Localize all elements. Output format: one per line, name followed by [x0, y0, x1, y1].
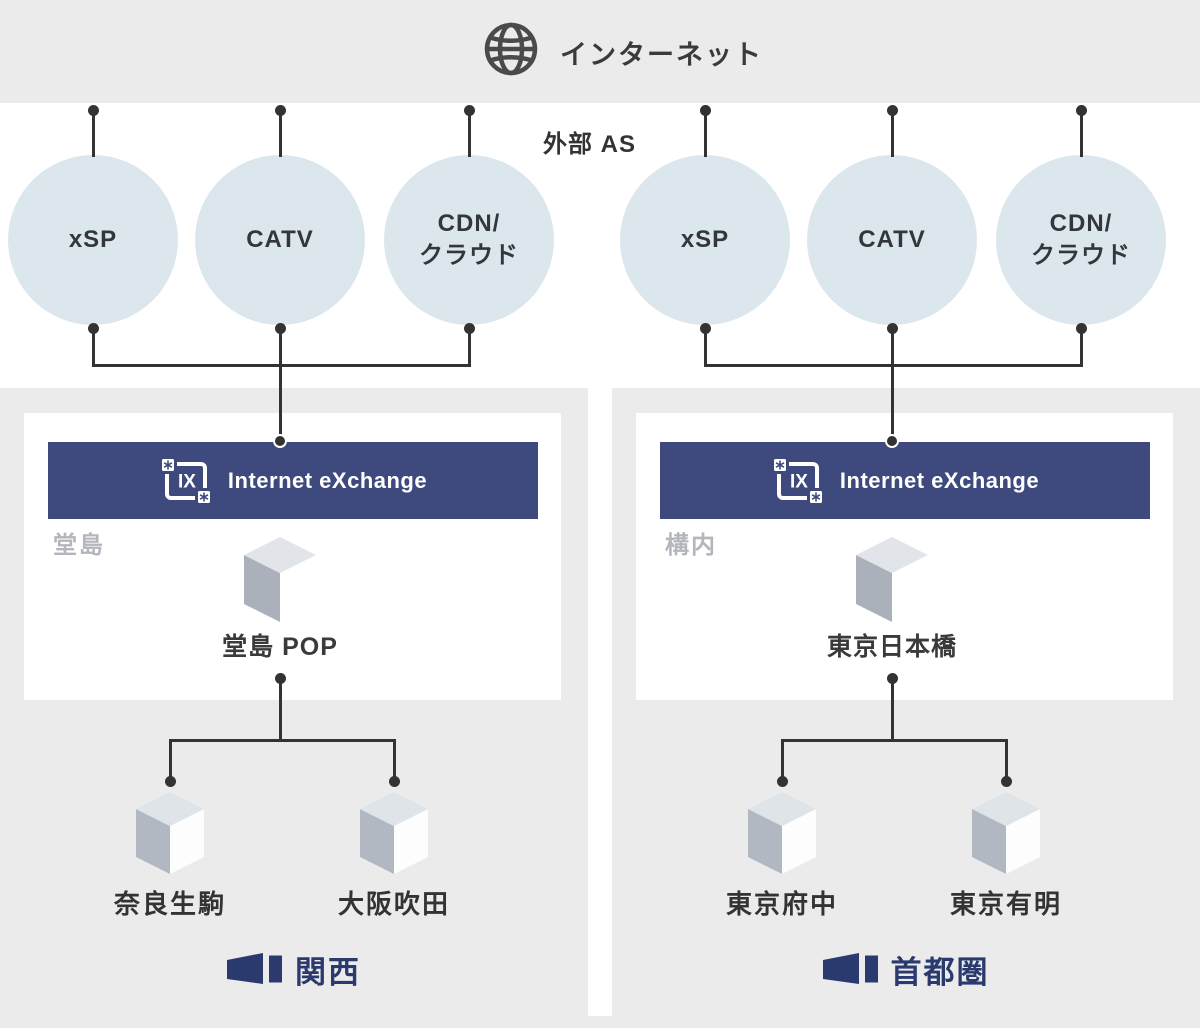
connector-dot [699, 323, 711, 334]
connector-dot [164, 776, 176, 787]
connector-dot [1075, 323, 1087, 334]
as-circle-xsp-right: xSP [620, 155, 790, 325]
pop-label-nihonbashi: 東京日本橋 [826, 633, 957, 661]
as-circle-cdn-left: CDN/ クラウド [384, 155, 554, 325]
ix-header-left: IX Internet eXchange [48, 442, 538, 519]
internet-label: インターネット [560, 40, 763, 70]
bracket-line [91, 329, 95, 367]
ix-title: Internet eXchange [227, 467, 428, 493]
connector-dot [388, 776, 400, 787]
connector-line [890, 110, 894, 157]
area-label-konai: 構内 [665, 532, 717, 559]
ix-logo-icon: IX [770, 455, 825, 506]
as-circle-catv-left: CATV [195, 155, 365, 325]
site-label-tokyo-fuchu: 東京府中 [725, 889, 838, 919]
building-icon [822, 953, 878, 984]
bracket-line [278, 329, 282, 441]
svg-text:IX: IX [790, 471, 808, 492]
cube-icon [244, 537, 316, 622]
cube-icon [856, 537, 928, 622]
region-badge-kansai: 関西 [0, 948, 588, 990]
bracket-line [890, 329, 894, 441]
connector-line [703, 110, 707, 157]
branch-line [392, 739, 396, 779]
branch-line [1004, 739, 1008, 779]
ix-logo-icon: IX [158, 455, 213, 506]
cube-icon [136, 792, 204, 874]
connector-line [278, 110, 282, 157]
ix-connector-dot [273, 434, 287, 448]
region-badge-shutoken: 首都圏 [612, 948, 1200, 990]
site-label-tokyo-ariake: 東京有明 [949, 889, 1062, 919]
connector-dot [87, 323, 99, 334]
bracket-line [467, 329, 471, 367]
connector-dot [274, 323, 286, 334]
pop-label-dojima: 堂島 POP [222, 633, 338, 661]
region-label: 首都圏 [890, 954, 990, 990]
bracket-line [703, 329, 707, 367]
connector-line [91, 110, 95, 157]
branch-line [780, 739, 784, 779]
branch-line [890, 678, 894, 741]
bottom-band [0, 1016, 1200, 1028]
ix-panel-left: IX Internet eXchange 堂島 堂島 POP [24, 413, 561, 700]
branch-line [278, 678, 282, 741]
cube-icon [360, 792, 428, 874]
area-label-dojima: 堂島 [53, 532, 105, 559]
cube-icon [972, 792, 1040, 874]
connector-dot [776, 776, 788, 787]
building-icon [227, 953, 282, 984]
site-label-nara-ikoma: 奈良生駒 [113, 889, 226, 919]
globe-icon [484, 22, 538, 76]
as-circle-catv-right: CATV [807, 155, 977, 325]
bracket-line [1079, 329, 1083, 367]
ix-title: Internet eXchange [839, 467, 1040, 493]
ix-connector-dot [885, 434, 899, 448]
cube-icon [748, 792, 816, 874]
site-label-osaka-suita: 大阪吹田 [337, 889, 450, 919]
branch-line [168, 739, 172, 779]
connector-dot [463, 323, 475, 334]
connector-line [1079, 110, 1083, 157]
region-label: 関西 [295, 954, 361, 990]
ix-panel-right: IX Internet eXchange 構内 東京日本橋 [636, 413, 1173, 700]
connector-line [467, 110, 471, 157]
ix-header-right: IX Internet eXchange [660, 442, 1150, 519]
branch-line [780, 739, 1008, 742]
connector-dot [886, 323, 898, 334]
internet-band: インターネット [0, 0, 1200, 103]
external-as-label: 外部 AS [543, 131, 637, 158]
branch-line [168, 739, 396, 742]
svg-text:IX: IX [178, 471, 196, 492]
as-circle-xsp-left: xSP [8, 155, 178, 325]
as-circle-cdn-right: CDN/ クラウド [996, 155, 1166, 325]
connector-dot [1000, 776, 1012, 787]
